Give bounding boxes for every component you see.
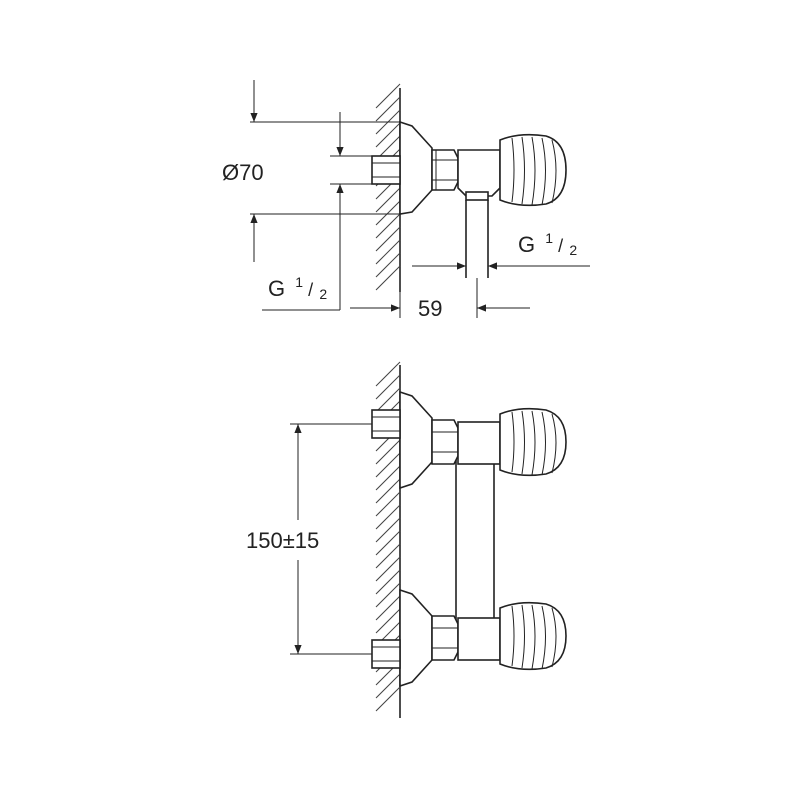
wall-hatch-line xyxy=(375,543,401,569)
wall-hatch-line xyxy=(375,252,401,278)
wall-hatch-line xyxy=(375,595,401,621)
wall-hatch-line xyxy=(375,452,401,478)
wall-hatch-line xyxy=(375,673,401,699)
inlet-thread-label: G 1 / 2 xyxy=(268,267,327,302)
outlet-thread-dimension: G 1 / 2 xyxy=(412,223,590,270)
top-view: Ø70 G 1 / 2 G 1 / 2 xyxy=(222,80,590,321)
upper-fitting xyxy=(371,390,567,490)
spacing-dimension: 150±15 xyxy=(240,423,372,655)
wall-hatch-line xyxy=(375,226,401,252)
handle-upper xyxy=(499,407,567,477)
wall-hatch-line xyxy=(375,504,401,530)
wall-hatch-line xyxy=(375,96,401,122)
valve-body-top xyxy=(457,149,501,197)
front-view: 150±15 xyxy=(240,361,567,718)
wall-hatch-line xyxy=(375,686,401,712)
wall-hatch-line xyxy=(375,83,401,109)
spacing-label: 150±15 xyxy=(246,528,319,553)
wall-hatch-line xyxy=(375,213,401,239)
wall-hatch-line xyxy=(375,361,401,387)
handle-top xyxy=(499,133,567,207)
wall-hatch-line xyxy=(375,387,401,413)
depth-dimension: 59 xyxy=(350,278,530,321)
outlet-thread-label: G 1 / 2 xyxy=(518,223,577,258)
vertical-pipe xyxy=(455,429,495,651)
inlet-thread-dimension: G 1 / 2 xyxy=(262,112,372,311)
wall-hatch-line xyxy=(375,517,401,543)
outlet-nipple-top xyxy=(465,191,489,201)
wall-hatch-line xyxy=(375,187,401,213)
handle-lower xyxy=(499,601,567,671)
wall-hatch-line xyxy=(375,465,401,491)
wall-hatch-line xyxy=(375,239,401,265)
wall-hatch-line xyxy=(375,265,401,291)
lower-fitting xyxy=(371,588,567,688)
diameter-dimension: Ø70 xyxy=(222,80,400,262)
wall-top xyxy=(375,83,401,292)
wall-hatch-line xyxy=(375,491,401,517)
depth-label: 59 xyxy=(418,296,442,321)
wall-hatch-line xyxy=(375,569,401,595)
wall-hatch-line xyxy=(375,556,401,582)
wall-flange-top xyxy=(399,120,433,215)
diameter-label: Ø70 xyxy=(222,160,264,185)
wall-hatch-line xyxy=(375,530,401,556)
wall-hatch-line xyxy=(375,478,401,504)
wall-hatch-line xyxy=(375,608,401,634)
wall-hatch-line xyxy=(375,374,401,400)
inlet-stub-top xyxy=(371,155,401,185)
wall-hatch-line xyxy=(375,200,401,226)
wall-hatch-line xyxy=(375,582,401,608)
wall-hatch-line xyxy=(375,439,401,465)
wall-hatch-line xyxy=(375,122,401,148)
